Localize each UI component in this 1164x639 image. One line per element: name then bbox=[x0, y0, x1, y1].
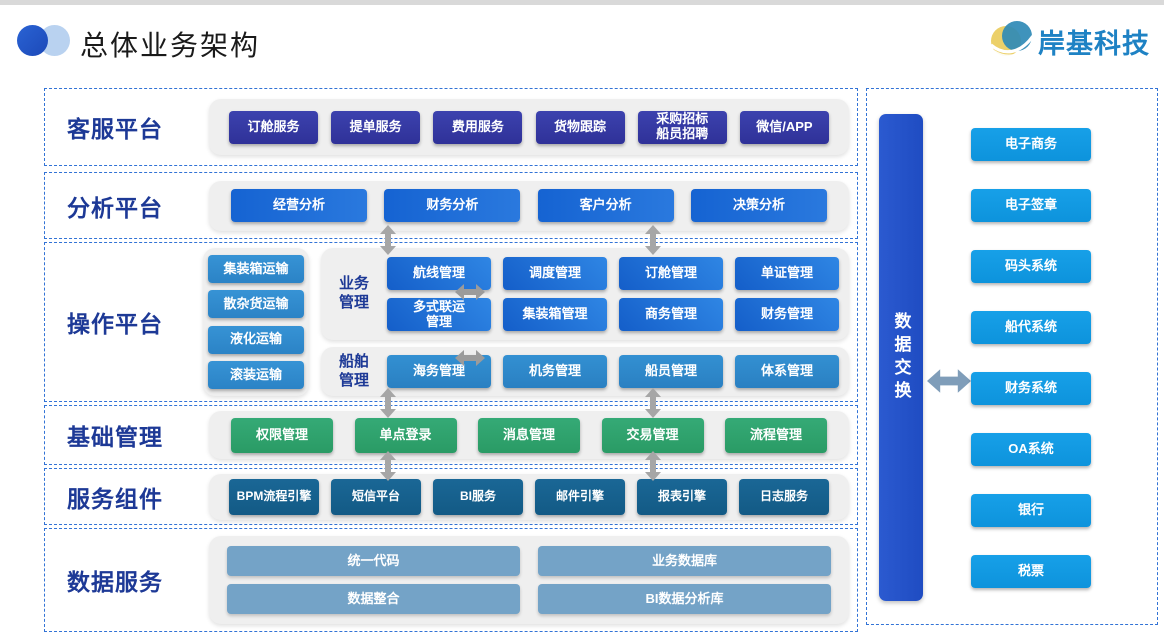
customer-service-button[interactable]: 提单服务 bbox=[331, 110, 421, 144]
transport-tray: 集装箱运输 散杂货运输 液化运输 滚装运输 bbox=[203, 248, 309, 396]
external-system-button[interactable]: 电子签章 bbox=[971, 189, 1091, 222]
double-arrow-vertical-icon bbox=[380, 451, 396, 481]
external-system-button[interactable]: 电子商务 bbox=[971, 128, 1091, 161]
row-customer-platform: 客服平台 订舱服务 提单服务 费用服务 货物跟踪 采购招标 船员招聘 微信/AP… bbox=[44, 88, 858, 166]
operation-area: 集装箱运输 散杂货运输 液化运输 滚装运输 业务 管理 航线管理 调度管理 订舱… bbox=[203, 248, 849, 396]
basic-button[interactable]: 单点登录 bbox=[354, 417, 457, 453]
business-button[interactable]: 单证管理 bbox=[735, 257, 839, 290]
ship-management-group: 船舶 管理 海务管理 机务管理 船员管理 体系管理 bbox=[321, 347, 849, 396]
external-systems-panel: 数据交换 电子商务 电子签章 码头系统 船代系统 财务系统 OA系统 银行 税票 bbox=[866, 88, 1158, 625]
transport-button[interactable]: 集装箱运输 bbox=[208, 255, 304, 283]
external-system-button[interactable]: 财务系统 bbox=[971, 372, 1091, 405]
analysis-button[interactable]: 财务分析 bbox=[384, 189, 521, 222]
basic-button-tray: 权限管理 单点登录 消息管理 交易管理 流程管理 bbox=[209, 411, 849, 459]
data-button-tray: 统一代码 业务数据库 数据整合 BI数据分析库 bbox=[209, 536, 849, 624]
business-button[interactable]: 订舱管理 bbox=[619, 257, 723, 290]
double-arrow-horizontal-icon bbox=[455, 350, 485, 366]
row-service-components: 服务组件 BPM流程引擎 短信平台 BI服务 邮件引擎 报表引擎 日志服务 bbox=[44, 468, 858, 525]
business-button-grid: 航线管理 调度管理 订舱管理 单证管理 多式联运 管理 集装箱管理 商务管理 财… bbox=[387, 257, 839, 331]
basic-button[interactable]: 流程管理 bbox=[725, 417, 827, 453]
row-label-service: 服务组件 bbox=[67, 485, 163, 512]
basic-button[interactable]: 消息管理 bbox=[478, 417, 580, 453]
service-button[interactable]: 邮件引擎 bbox=[535, 478, 625, 515]
data-service-button[interactable]: 数据整合 bbox=[227, 584, 520, 614]
analysis-button[interactable]: 决策分析 bbox=[690, 189, 827, 222]
business-button[interactable]: 调度管理 bbox=[503, 257, 607, 290]
row-operation-platform: 操作平台 集装箱运输 散杂货运输 液化运输 滚装运输 业务 管理 航线管理 调度… bbox=[44, 242, 858, 402]
transport-button[interactable]: 液化运输 bbox=[208, 325, 304, 354]
business-button[interactable]: 航线管理 bbox=[387, 257, 491, 290]
double-arrow-vertical-icon bbox=[645, 225, 661, 255]
data-exchange-label: 数据交换 bbox=[891, 311, 911, 404]
business-button[interactable]: 财务管理 bbox=[735, 298, 839, 331]
customer-service-button[interactable]: 采购招标 船员招聘 bbox=[637, 110, 727, 144]
business-button[interactable]: 多式联运 管理 bbox=[387, 298, 491, 331]
group-label-business: 业务 管理 bbox=[338, 275, 369, 311]
basic-button[interactable]: 交易管理 bbox=[601, 417, 704, 453]
customer-service-button[interactable]: 订舱服务 bbox=[229, 110, 318, 144]
double-arrow-vertical-icon bbox=[645, 451, 661, 481]
data-button-grid: 统一代码 业务数据库 数据整合 BI数据分析库 bbox=[227, 546, 831, 614]
double-arrow-vertical-icon bbox=[380, 388, 396, 418]
service-button[interactable]: 报表引擎 bbox=[637, 478, 727, 515]
service-button[interactable]: BPM流程引擎 bbox=[229, 478, 319, 515]
customer-service-button[interactable]: 货物跟踪 bbox=[535, 110, 625, 144]
row-analysis-platform: 分析平台 经营分析 财务分析 客户分析 决策分析 bbox=[44, 172, 858, 239]
row-label-data: 数据服务 bbox=[67, 569, 163, 595]
bullet-circle-dark bbox=[17, 25, 48, 56]
external-system-button[interactable]: 银行 bbox=[971, 494, 1091, 527]
row-label-operation: 操作平台 bbox=[67, 311, 163, 337]
ship-button[interactable]: 体系管理 bbox=[735, 355, 839, 388]
business-button[interactable]: 集装箱管理 bbox=[503, 298, 607, 331]
analysis-button[interactable]: 经营分析 bbox=[231, 189, 367, 222]
data-service-button[interactable]: BI数据分析库 bbox=[538, 584, 831, 614]
service-button[interactable]: 短信平台 bbox=[331, 478, 421, 515]
business-management-group: 业务 管理 航线管理 调度管理 订舱管理 单证管理 多式联运 管理 集装箱管理 … bbox=[321, 248, 849, 340]
basic-button[interactable]: 权限管理 bbox=[231, 417, 333, 453]
brand-logo: 岸基科技 bbox=[989, 18, 1150, 65]
double-arrow-exchange-icon bbox=[927, 367, 971, 395]
external-systems-list: 电子商务 电子签章 码头系统 船代系统 财务系统 OA系统 银行 税票 bbox=[971, 128, 1091, 588]
external-system-button[interactable]: 税票 bbox=[971, 555, 1091, 588]
transport-button[interactable]: 滚装运输 bbox=[208, 360, 304, 389]
external-system-button[interactable]: 码头系统 bbox=[971, 250, 1091, 283]
group-label-ship: 船舶 管理 bbox=[338, 352, 369, 389]
customer-service-button[interactable]: 微信/APP bbox=[739, 110, 829, 144]
data-exchange-bar: 数据交换 bbox=[879, 114, 923, 601]
title-bullet-icon bbox=[17, 23, 75, 57]
business-button[interactable]: 商务管理 bbox=[619, 298, 723, 331]
data-service-button[interactable]: 统一代码 bbox=[227, 546, 520, 576]
top-strip bbox=[0, 0, 1164, 5]
double-arrow-horizontal-icon bbox=[455, 284, 485, 300]
architecture-main: 客服平台 订舱服务 提单服务 费用服务 货物跟踪 采购招标 船员招聘 微信/AP… bbox=[44, 88, 858, 632]
operation-groups: 业务 管理 航线管理 调度管理 订舱管理 单证管理 多式联运 管理 集装箱管理 … bbox=[321, 248, 849, 396]
customer-service-button[interactable]: 费用服务 bbox=[433, 110, 523, 144]
service-button-tray: BPM流程引擎 短信平台 BI服务 邮件引擎 报表引擎 日志服务 bbox=[209, 473, 849, 520]
ship-button[interactable]: 机务管理 bbox=[503, 355, 607, 388]
data-service-button[interactable]: 业务数据库 bbox=[538, 546, 831, 576]
row-label-customer: 客服平台 bbox=[67, 116, 163, 142]
double-arrow-vertical-icon bbox=[645, 388, 661, 418]
page-title: 总体业务架构 bbox=[80, 30, 261, 61]
brand-name: 岸基科技 bbox=[1038, 29, 1150, 59]
analysis-button[interactable]: 客户分析 bbox=[537, 189, 674, 222]
customer-button-tray: 订舱服务 提单服务 费用服务 货物跟踪 采购招标 船员招聘 微信/APP bbox=[209, 99, 849, 155]
double-arrow-vertical-icon bbox=[380, 225, 396, 255]
ship-button[interactable]: 船员管理 bbox=[619, 355, 723, 388]
row-basic-management: 基础管理 权限管理 单点登录 消息管理 交易管理 流程管理 bbox=[44, 405, 858, 465]
row-data-services: 数据服务 统一代码 业务数据库 数据整合 BI数据分析库 bbox=[44, 528, 858, 632]
row-label-analysis: 分析平台 bbox=[67, 194, 163, 221]
analysis-button-tray: 经营分析 财务分析 客户分析 决策分析 bbox=[209, 180, 849, 231]
service-button[interactable]: BI服务 bbox=[433, 478, 523, 515]
row-label-basic: 基础管理 bbox=[67, 424, 163, 450]
external-system-button[interactable]: 船代系统 bbox=[971, 311, 1091, 344]
transport-button[interactable]: 散杂货运输 bbox=[208, 290, 304, 319]
service-button[interactable]: 日志服务 bbox=[739, 478, 829, 515]
brand-swirl-icon bbox=[989, 18, 1035, 65]
external-system-button[interactable]: OA系统 bbox=[971, 433, 1091, 466]
